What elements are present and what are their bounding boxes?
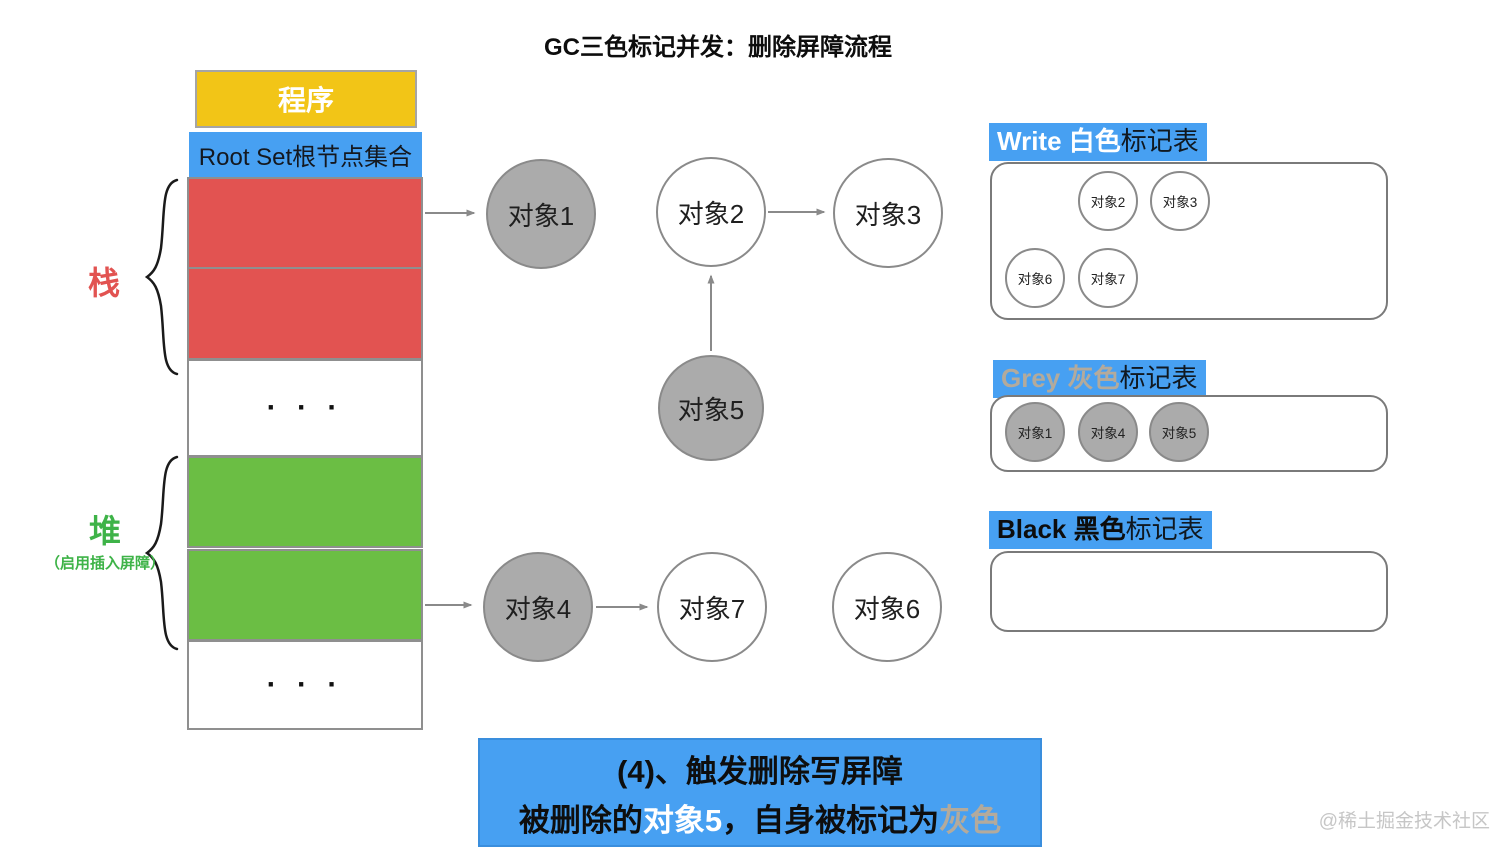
- heap-slot-1: [187, 456, 423, 548]
- node-label: 对象6: [853, 593, 921, 624]
- grey-table-label: Grey 灰色标记表: [993, 360, 1206, 398]
- white-table-item-obj3: 对象3: [1150, 171, 1210, 231]
- node-label: 对象3: [854, 199, 922, 230]
- stack-brace: [144, 178, 179, 376]
- ellipsis-text: · · ·: [266, 391, 344, 424]
- node-obj5: 对象5: [658, 355, 764, 461]
- node-label: 对象2: [677, 198, 745, 229]
- heap-ellipsis-box: · · ·: [187, 640, 423, 730]
- mini-label: 对象1: [1017, 426, 1053, 441]
- heap-note: （启用插入屏障）: [44, 555, 165, 572]
- white-table-label-en: Write 白色: [997, 126, 1121, 156]
- mini-label: 对象7: [1090, 272, 1126, 287]
- root-set-label: Root Set根节点集合: [198, 144, 413, 171]
- caption-line2: 被删除的对象5，自身被标记为灰色: [519, 795, 1001, 840]
- caption-line2-part3: ，自身被标记为: [722, 802, 940, 838]
- node-obj2: 对象2: [656, 157, 766, 267]
- grey-table-item-obj5: 对象5: [1149, 402, 1209, 462]
- mini-label: 对象2: [1090, 195, 1126, 210]
- node-label: 对象1: [507, 200, 575, 231]
- black-table-label-en: Black 黑色: [997, 514, 1126, 544]
- grey-table-item-obj4: 对象4: [1078, 402, 1138, 462]
- node-label: 对象5: [677, 394, 745, 425]
- black-table-label-zh: 标记表: [1125, 514, 1204, 544]
- caption-line2-part1: 被删除的: [518, 802, 643, 838]
- node-obj3: 对象3: [833, 158, 943, 268]
- node-label: 对象4: [504, 593, 572, 624]
- white-table-item-obj2: 对象2: [1078, 171, 1138, 231]
- program-box: 程序: [195, 70, 417, 128]
- heap-label: 堆: [88, 513, 121, 549]
- node-label: 对象7: [678, 593, 746, 624]
- node-obj6: 对象6: [832, 552, 942, 662]
- node-obj1: 对象1: [486, 159, 596, 269]
- mini-label: 对象3: [1162, 195, 1198, 210]
- heap-label-group: 堆 （启用插入屏障）: [25, 514, 185, 573]
- mini-label: 对象6: [1017, 272, 1053, 287]
- root-set-box: Root Set根节点集合: [189, 132, 422, 177]
- white-table-label-zh: 标记表: [1120, 126, 1199, 156]
- caption-line1: (4)、触发删除写屏障: [617, 753, 903, 789]
- grey-table-label-zh: 标记表: [1119, 363, 1198, 393]
- node-obj7: 对象7: [657, 552, 767, 662]
- caption-line2-part2: 对象5: [642, 802, 723, 838]
- node-obj4: 对象4: [483, 552, 593, 662]
- stack-slot-1: [187, 177, 423, 269]
- white-table-item-obj7: 对象7: [1078, 248, 1138, 308]
- program-label: 程序: [277, 85, 334, 116]
- grey-table-item-obj1: 对象1: [1005, 402, 1065, 462]
- stack-label: 栈: [88, 265, 121, 301]
- grey-table-label-en: Grey 灰色: [1001, 363, 1120, 393]
- ellipsis-text: · · ·: [266, 668, 344, 701]
- step-caption-box: (4)、触发删除写屏障 被删除的对象5，自身被标记为灰色: [478, 738, 1042, 847]
- page-title: GC三色标记并发：删除屏障流程: [544, 34, 892, 61]
- black-table-label: Black 黑色标记表: [989, 511, 1212, 549]
- white-table-label: Write 白色标记表: [989, 123, 1207, 161]
- watermark: @稀土掘金技术社区: [1318, 811, 1490, 832]
- stack-slot-2: [187, 267, 423, 360]
- white-table-item-obj6: 对象6: [1005, 248, 1065, 308]
- mini-label: 对象5: [1161, 426, 1197, 441]
- black-table-box: [990, 551, 1388, 632]
- heap-slot-2: [187, 549, 423, 641]
- caption-line2-part4: 灰色: [939, 802, 1002, 838]
- mini-label: 对象4: [1090, 426, 1126, 441]
- stack-ellipsis-box: · · ·: [187, 359, 423, 457]
